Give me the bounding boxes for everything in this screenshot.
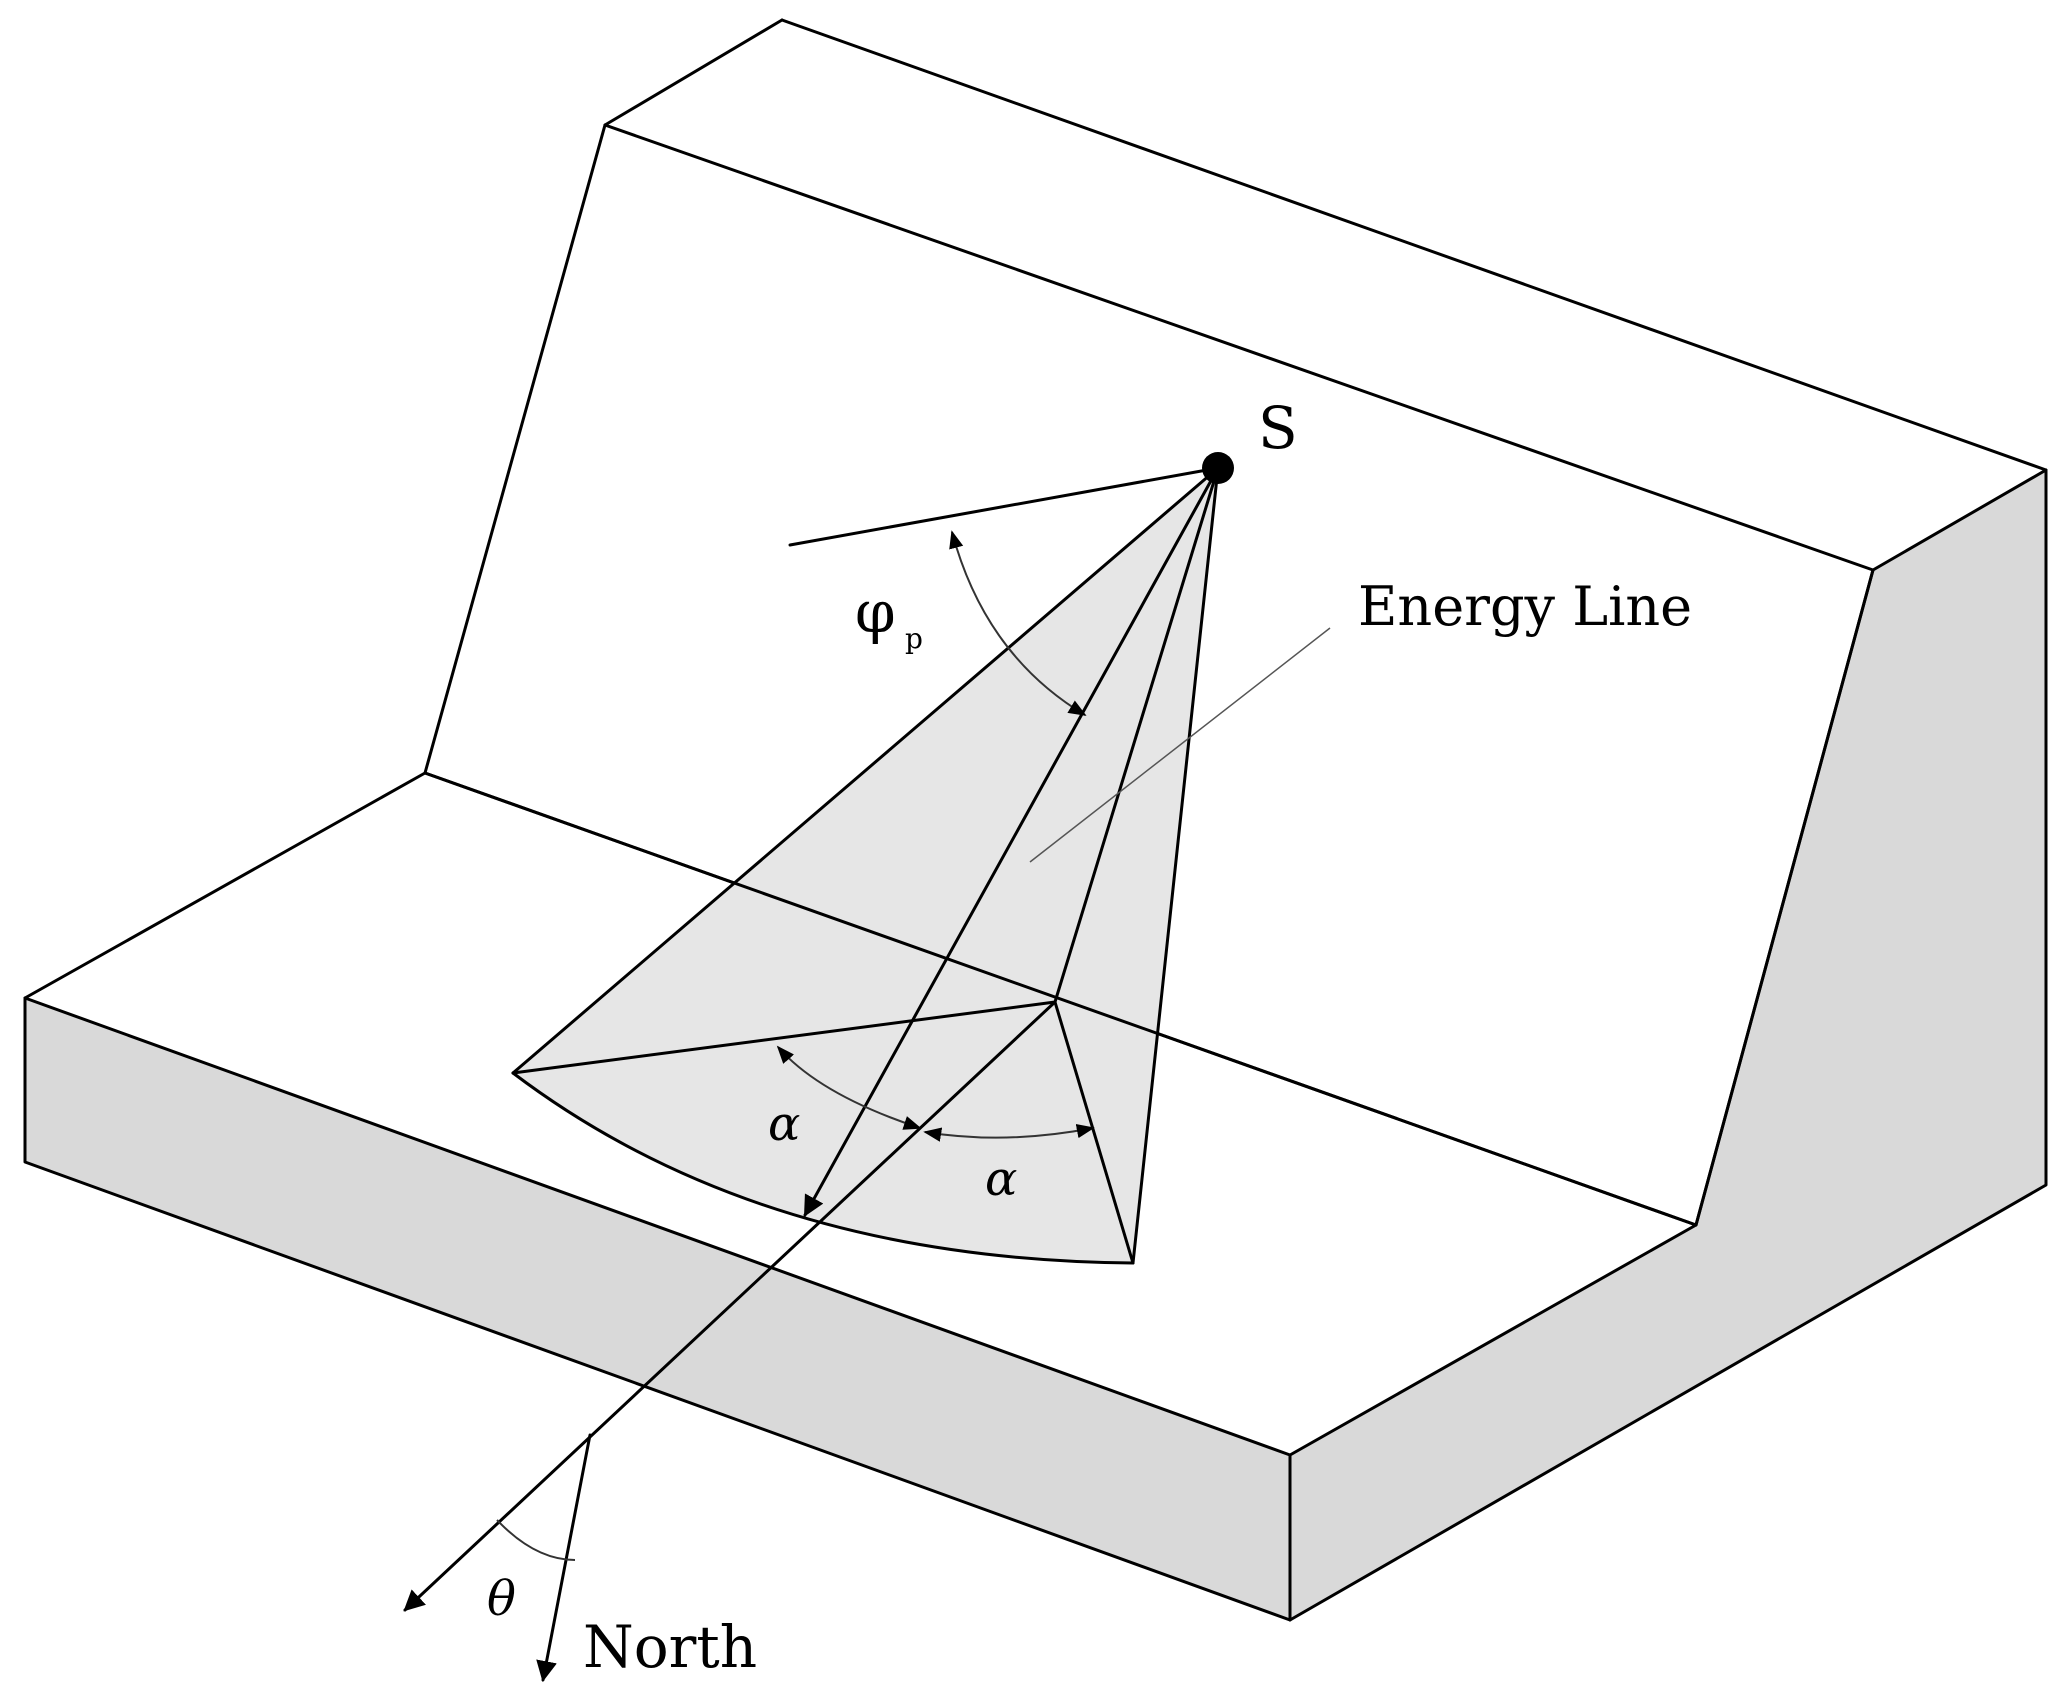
north-arrow bbox=[536, 1433, 592, 1683]
phi-label: φ bbox=[855, 578, 896, 646]
phi-reference-line bbox=[788, 466, 1220, 547]
direction-line bbox=[403, 1000, 1057, 1612]
alpha-arc-right bbox=[923, 1124, 1095, 1142]
cone-edges bbox=[511, 466, 1220, 1265]
slope-face bbox=[425, 20, 2046, 1225]
phi-subscript: p bbox=[905, 622, 923, 655]
toe-line bbox=[423, 771, 1698, 1227]
phi-arc bbox=[949, 530, 1087, 716]
source-label: S bbox=[1258, 394, 1298, 462]
alpha-arc-left bbox=[776, 1045, 922, 1130]
theta-label: θ bbox=[487, 1571, 516, 1627]
theta-arc bbox=[496, 1519, 576, 1561]
energy-line-leader bbox=[1029, 627, 1331, 863]
alpha-right-label: α bbox=[985, 1151, 1017, 1207]
energy-line-label: Energy Line bbox=[1358, 575, 1692, 638]
alpha-left-label: α bbox=[768, 1096, 800, 1152]
source-point bbox=[1202, 452, 1234, 484]
north-label: North bbox=[583, 1613, 757, 1681]
